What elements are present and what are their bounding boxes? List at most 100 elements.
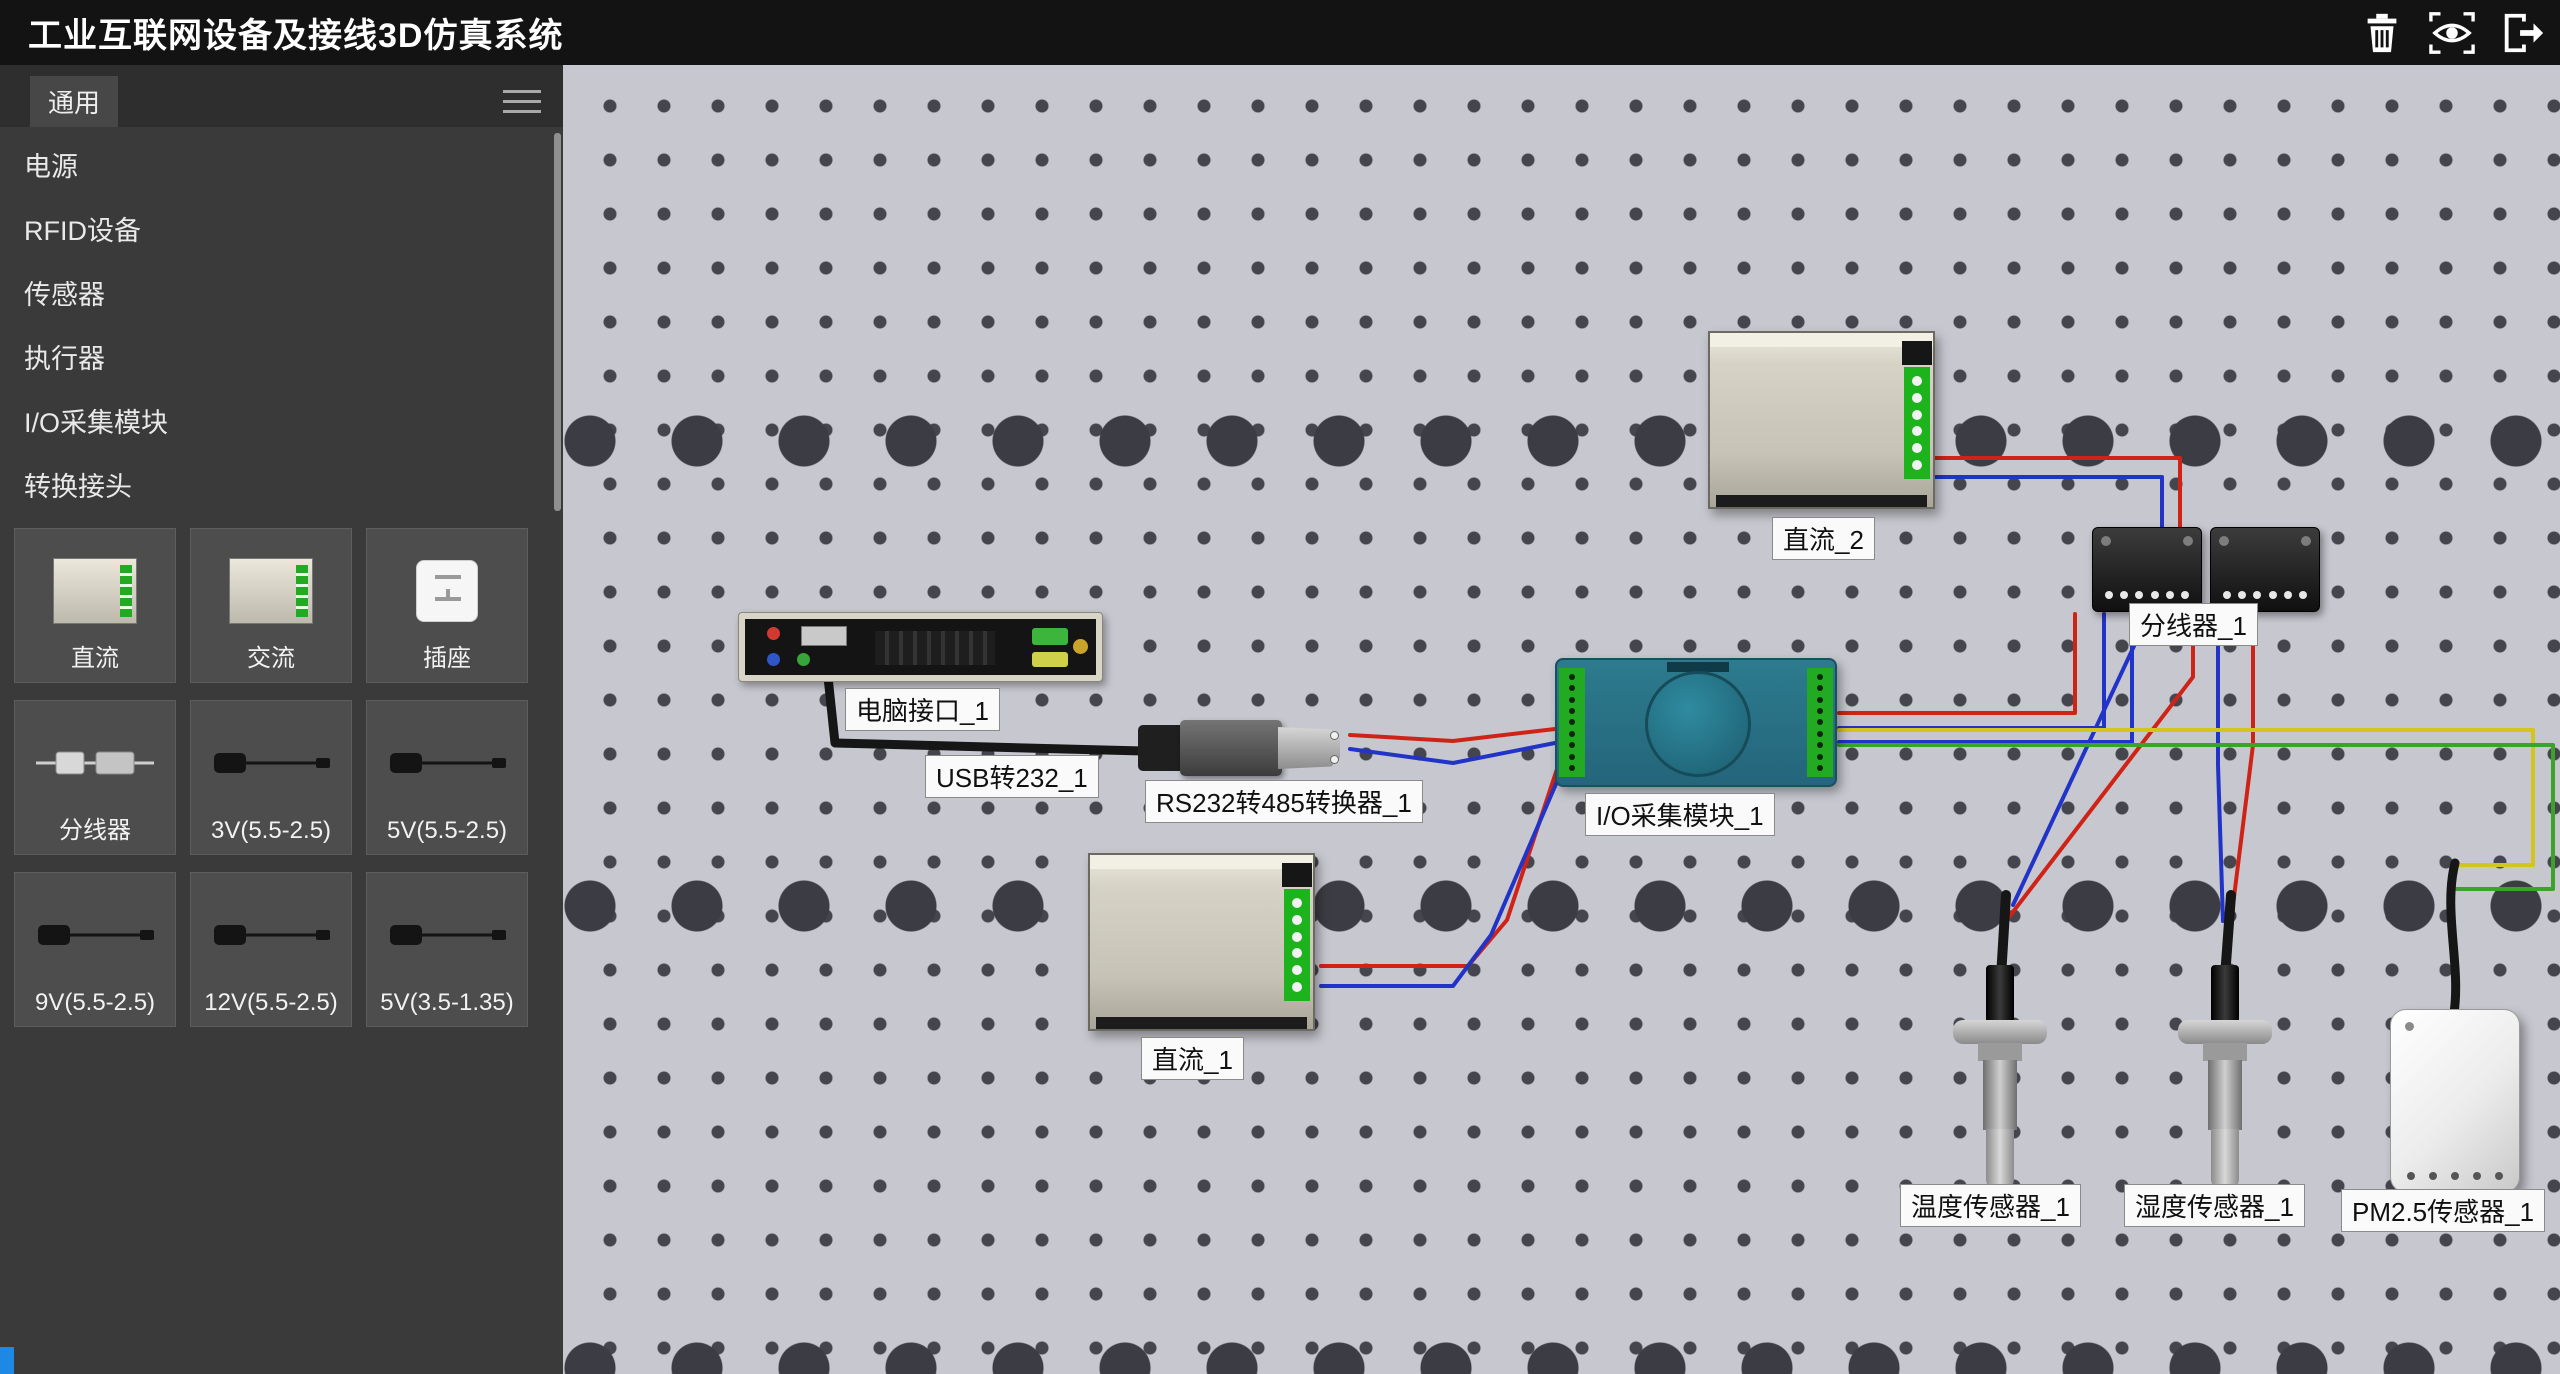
sensor-wing-nut [2178, 1020, 2272, 1044]
tile-label: 9V(5.5-2.5) [34, 989, 156, 1016]
tile-splitter[interactable]: 分线器 [14, 700, 176, 855]
psu-connector-block [1902, 341, 1932, 365]
pc-panel-inner [745, 619, 1096, 675]
psu-top-face [1710, 333, 1933, 347]
tile-label: 5V(5.5-2.5) [386, 817, 508, 844]
tile-12v[interactable]: 12V(5.5-2.5) [190, 872, 352, 1027]
wire-red-rs-io[interactable] [1348, 727, 1557, 743]
component-sidebar: 通用 电源 RFID设备 传感器 执行器 I/O采集模块 转换接头 直流 交流 … [0, 65, 563, 1374]
tile-ac[interactable]: 交流 [190, 528, 352, 683]
pm-vent-holes [2407, 1172, 2503, 1180]
splitter-thumbnail [15, 715, 175, 811]
category-actuator[interactable]: 执行器 [24, 344, 105, 374]
sensor-probe [2211, 1129, 2239, 1191]
device-label: 电脑接口_1 [845, 688, 1000, 731]
device-label: 湿度传感器_1 [2124, 1184, 2305, 1227]
tile-3v[interactable]: 3V(5.5-2.5) [190, 700, 352, 855]
wire-blue-io-dc1[interactable] [1319, 775, 1561, 988]
psu-base [1096, 1017, 1307, 1029]
wire-blue-io-splitter-2[interactable] [1837, 612, 2134, 744]
device-temp-sensor-1[interactable] [1953, 965, 2047, 1191]
cable-humi-sensor[interactable] [2220, 890, 2236, 982]
device-dc-power-2[interactable] [1708, 331, 1935, 509]
splitter-block [2092, 527, 2202, 612]
psu-terminal-strip [1904, 367, 1930, 479]
exit-icon[interactable] [2492, 5, 2552, 61]
port-red [767, 627, 780, 640]
wire-red-splitter-temp[interactable] [2004, 612, 2195, 923]
port-blue [767, 653, 780, 666]
pm-indicator-dot [2405, 1022, 2414, 1031]
workspace-canvas[interactable]: 直流_2 分线器_1 电脑接口_1 USB转232_1 [563, 65, 2560, 1374]
plug-thumbnail [367, 715, 527, 811]
psu-base [1716, 495, 1927, 507]
sidebar-scrollbar-thumb[interactable] [554, 133, 561, 511]
sidebar-tabstrip: 通用 [0, 65, 563, 127]
tile-5v[interactable]: 5V(5.5-2.5) [366, 700, 528, 855]
cable-temp-sensor[interactable] [1996, 890, 2011, 982]
tile-socket[interactable]: 插座 [366, 528, 528, 683]
pegboard-hole-row [563, 1341, 2560, 1374]
port-green [797, 653, 810, 666]
category-io-module[interactable]: I/O采集模块 [24, 408, 169, 438]
component-tiles: 直流 交流 插座 分线器 [14, 528, 550, 1027]
category-rfid[interactable]: RFID设备 [24, 216, 141, 246]
plug-thumbnail [15, 887, 175, 983]
sensor-hex-fitting [2203, 1043, 2247, 1061]
psu-thumbnail [191, 543, 351, 639]
cable-pm-sensor[interactable] [2446, 858, 2461, 1018]
tile-5v-small[interactable]: 5V(3.5-1.35) [366, 872, 528, 1027]
device-humidity-sensor-1[interactable] [2178, 965, 2272, 1191]
port-yellow-block [1032, 652, 1068, 667]
wire-green-io-pm[interactable] [1837, 743, 2555, 891]
app-title: 工业互联网设备及接线3D仿真系统 [28, 17, 564, 55]
tile-label: 5V(3.5-1.35) [380, 989, 514, 1016]
device-io-module-1[interactable] [1555, 658, 1837, 787]
wire-red-splitter-humi[interactable] [2229, 612, 2255, 923]
device-pc-interface-1[interactable] [738, 612, 1103, 682]
device-splitter-1[interactable] [2092, 527, 2320, 612]
plug-thumbnail [191, 715, 351, 811]
device-rs232-485-converter-1[interactable] [1138, 713, 1345, 783]
category-adapter[interactable]: 转换接头 [24, 472, 132, 502]
wire-blue-io-splitter-1[interactable] [1837, 612, 2106, 730]
psu-terminal-strip [1284, 889, 1310, 1001]
view-eye-icon[interactable] [2422, 5, 2482, 61]
device-label: USB转232_1 [925, 755, 1099, 798]
toolbar [2352, 5, 2552, 61]
wire-red-dc2-splitter[interactable] [1933, 456, 2182, 531]
wire-yellow-io-pm[interactable] [1837, 728, 2535, 867]
device-label: RS232转485转换器_1 [1145, 780, 1423, 823]
tab-general[interactable]: 通用 [30, 76, 118, 127]
tile-dc[interactable]: 直流 [14, 528, 176, 683]
category-sensor[interactable]: 传感器 [24, 280, 105, 310]
converter-dsub [1278, 727, 1340, 769]
panel-grill [875, 631, 995, 665]
sensor-body [1983, 1060, 2017, 1130]
io-top-connector [1667, 662, 1729, 672]
io-center-circle [1645, 671, 1751, 777]
tile-label: 12V(5.5-2.5) [204, 989, 338, 1016]
category-power[interactable]: 电源 [24, 152, 78, 182]
sensor-hex-fitting [1978, 1043, 2022, 1061]
usb-port [801, 626, 847, 646]
wire-blue-rs-io[interactable] [1348, 741, 1557, 765]
sensor-wing-nut [1953, 1020, 2047, 1044]
trash-icon[interactable] [2352, 5, 2412, 61]
wire-blue-splitter-humi[interactable] [2216, 612, 2225, 923]
wire-pc-cable[interactable] [823, 672, 1148, 756]
device-dc-power-1[interactable] [1088, 853, 1315, 1031]
socket-thumbnail [367, 543, 527, 639]
dsub-screw [1330, 731, 1339, 740]
io-terminal-right [1807, 668, 1833, 777]
device-pm25-sensor-1[interactable] [2390, 1009, 2520, 1193]
tile-9v[interactable]: 9V(5.5-2.5) [14, 872, 176, 1027]
sensor-cable-barrel [2211, 965, 2239, 1023]
wire-blue-dc2-splitter[interactable] [1933, 475, 2164, 531]
psu-connector-block [1282, 863, 1312, 887]
pegboard-hole-row [563, 414, 2560, 468]
wire-blue-splitter-temp[interactable] [2011, 612, 2151, 907]
wire-red-io-splitter[interactable] [1837, 612, 2077, 715]
converter-body [1180, 720, 1282, 776]
hamburger-icon[interactable] [503, 83, 541, 120]
